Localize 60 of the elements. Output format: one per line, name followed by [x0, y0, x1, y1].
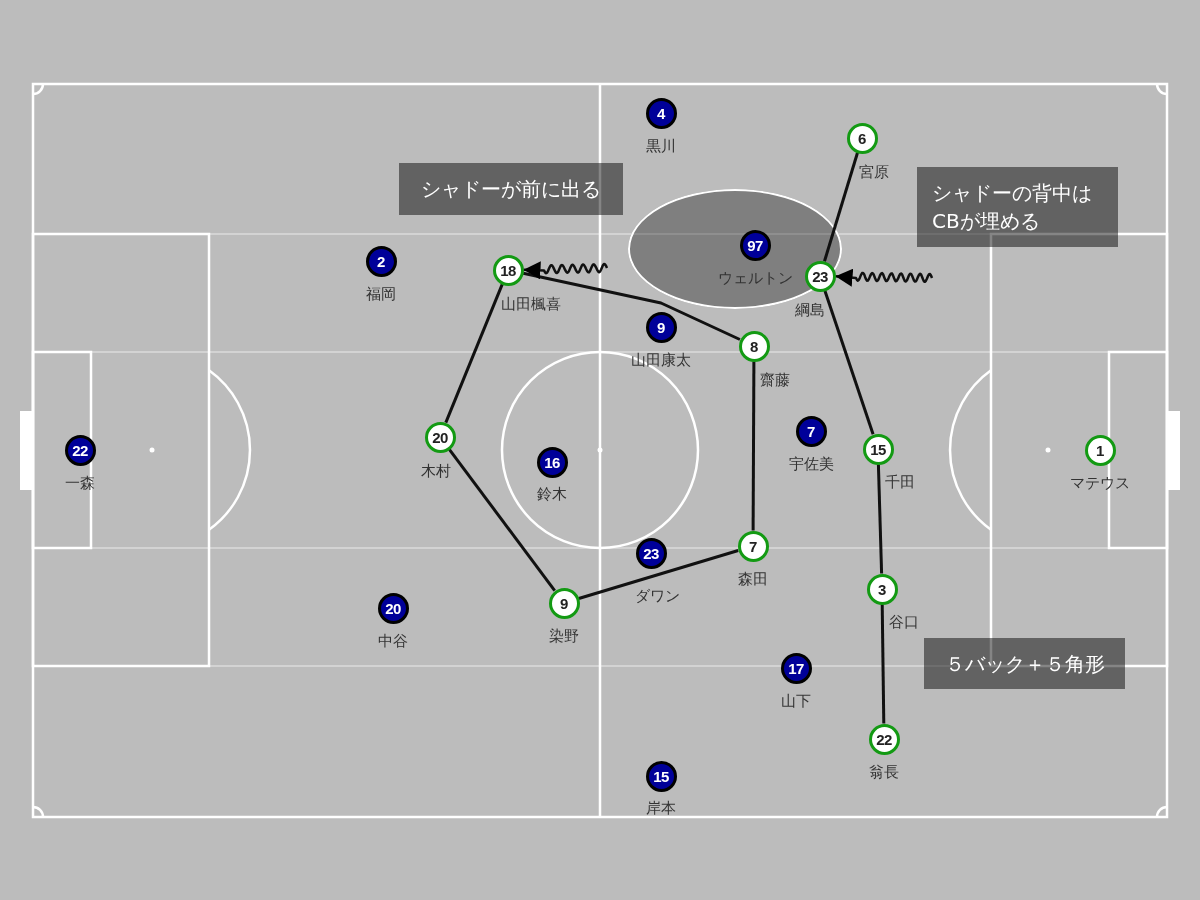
wavy-arrow — [835, 268, 934, 287]
player-marker: 1 — [1084, 434, 1116, 466]
player-marker: 9 — [645, 311, 677, 343]
player-name: 福岡 — [366, 285, 396, 303]
note-text: シャドーが前に出る — [421, 176, 601, 203]
player-marker: 16 — [536, 446, 568, 478]
note-panel — [924, 638, 1125, 689]
note-text: シャドーの背中はCBが埋める — [932, 180, 1093, 235]
player-name: 森田 — [738, 570, 768, 588]
player-name: 中谷 — [378, 632, 408, 650]
player-marker: 7 — [795, 415, 827, 447]
player-marker: 22 — [868, 723, 900, 755]
player-marker: 22 — [64, 434, 96, 466]
player-name: 岸本 — [646, 799, 676, 817]
player-marker: 18 — [492, 254, 524, 286]
player-name: 染野 — [549, 627, 579, 645]
player-name: 齋藤 — [760, 371, 790, 389]
player-marker: 17 — [780, 652, 812, 684]
player-marker: 6 — [846, 122, 878, 154]
note-panel — [399, 163, 623, 215]
player-marker: 23 — [635, 537, 667, 569]
player-name: 谷口 — [889, 613, 919, 631]
player-marker: 2 — [365, 245, 397, 277]
connector-line — [448, 448, 556, 592]
connector-line — [823, 152, 859, 262]
connector-line — [751, 361, 756, 531]
player-name: マテウス — [1070, 474, 1130, 492]
note-text: ５バック＋５角形 — [944, 650, 1105, 678]
player-marker: 9 — [548, 587, 580, 619]
player-marker: 4 — [645, 97, 677, 129]
player-name: ウェルトン — [717, 269, 793, 287]
player-marker: 7 — [737, 530, 769, 562]
player-name: 木村 — [421, 462, 451, 480]
note-panel — [917, 167, 1118, 247]
player-name: 綱島 — [795, 301, 825, 319]
connector-line — [876, 464, 884, 574]
player-name: 黒川 — [646, 137, 676, 155]
player-marker: 3 — [866, 573, 898, 605]
connector-line — [823, 290, 875, 435]
player-name: ダワン — [634, 587, 680, 605]
connector-line — [522, 271, 741, 341]
player-name: 千田 — [885, 473, 915, 491]
player-marker: 20 — [424, 421, 456, 453]
player-name: 山田康太 — [631, 351, 691, 369]
player-name: 翁長 — [869, 763, 899, 781]
player-marker: 97 — [739, 229, 771, 261]
player-name: 鈴木 — [537, 485, 567, 503]
player-marker: 15 — [862, 433, 894, 465]
connector-line — [880, 604, 886, 724]
player-name: 山下 — [781, 692, 811, 710]
connector-line — [578, 549, 739, 600]
player-marker: 20 — [377, 592, 409, 624]
wavy-arrow — [523, 261, 609, 280]
player-name: 一森 — [65, 474, 95, 492]
player-marker: 8 — [738, 330, 770, 362]
player-name: 宇佐美 — [788, 455, 834, 473]
player-marker: 15 — [645, 760, 677, 792]
connector-line — [444, 283, 504, 424]
player-name: 宮原 — [859, 163, 889, 181]
player-name: 山田楓喜 — [501, 295, 561, 313]
